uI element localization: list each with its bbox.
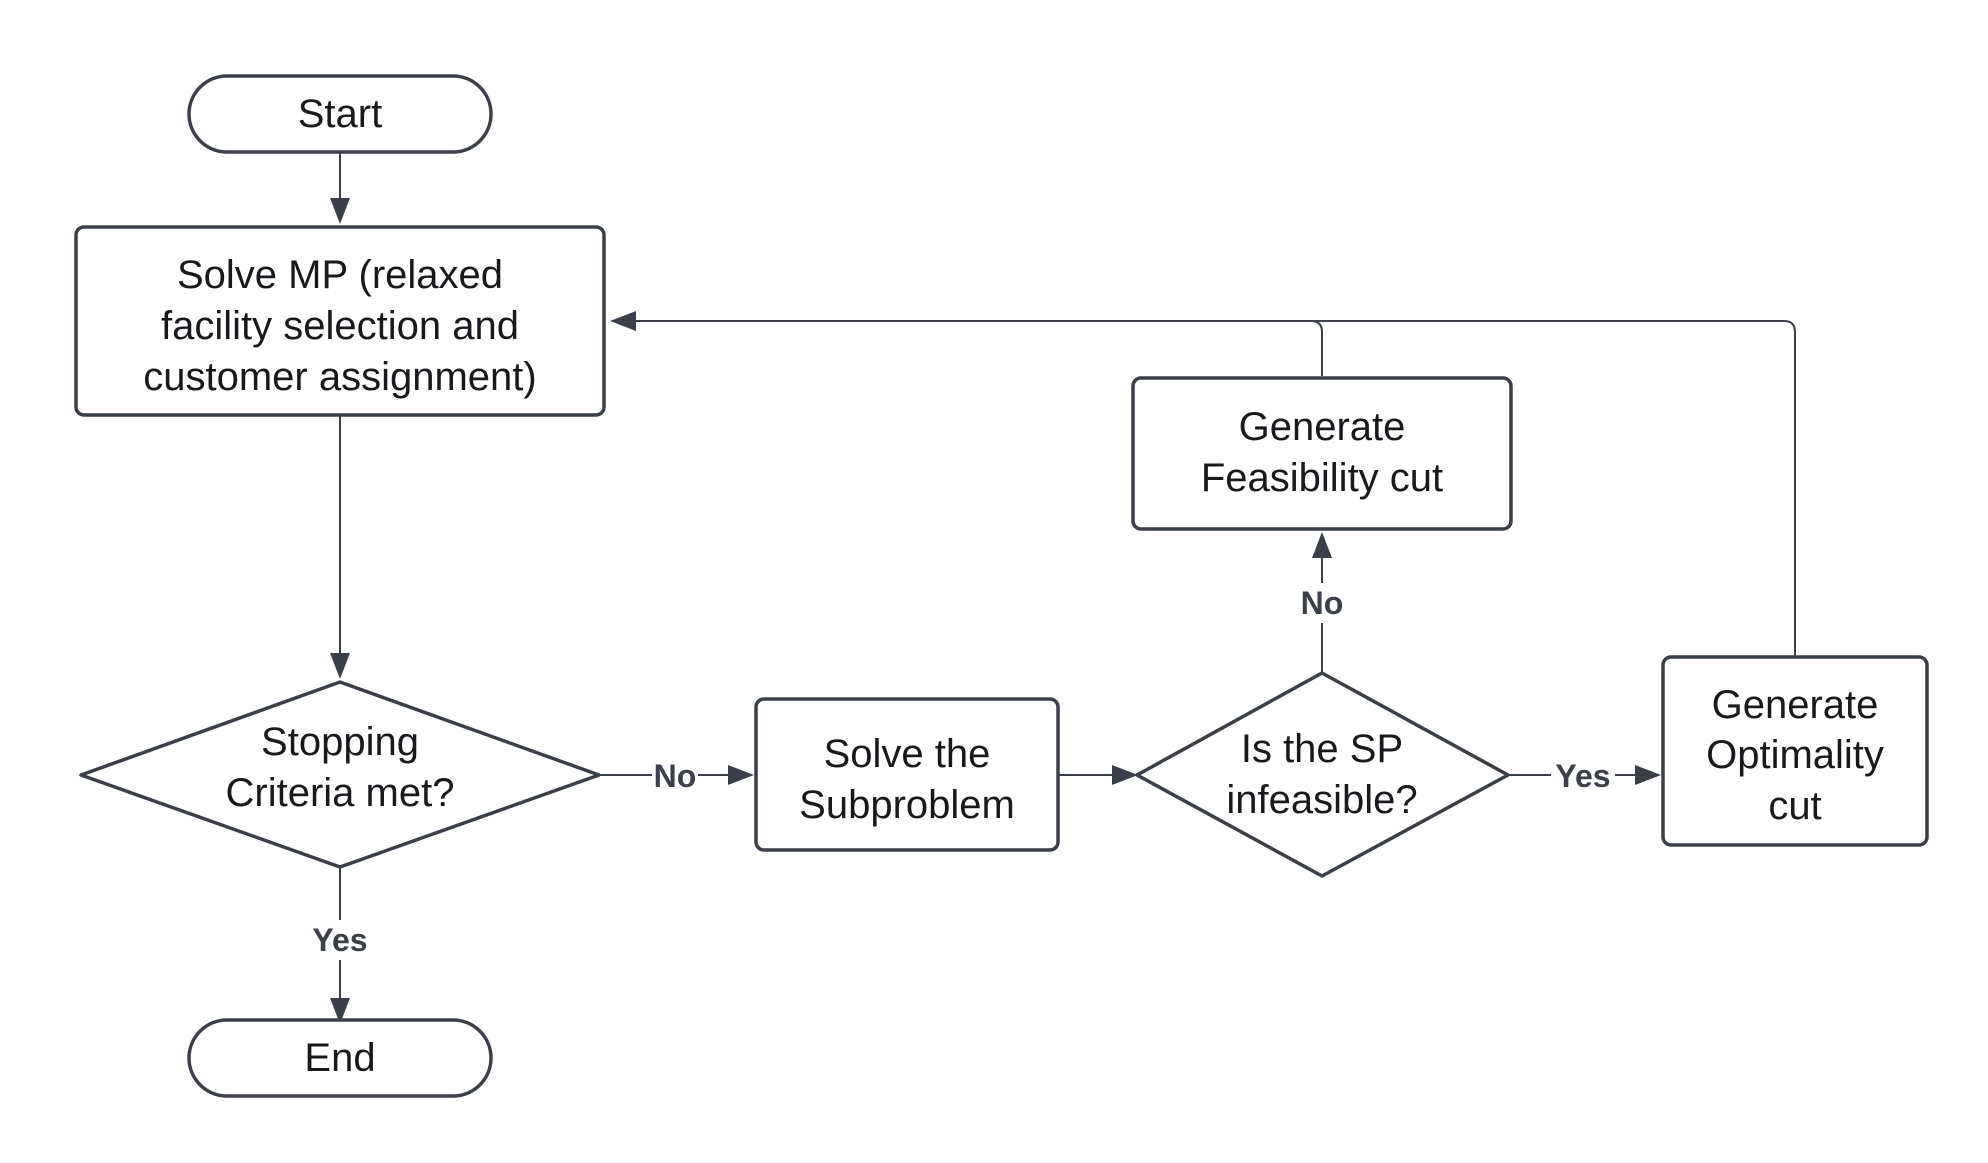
node-stopping-criteria-line-1: Stopping xyxy=(261,720,419,764)
node-sp-infeasible: Is the SP infeasible? xyxy=(1135,671,1510,878)
edge-optimality-to-mp xyxy=(610,311,1796,656)
node-sp-infeasible-line-1: Is the SP xyxy=(1241,727,1403,771)
edge-start-to-mp xyxy=(330,152,350,224)
node-feasibility-cut-line-2: Feasibility cut xyxy=(1201,456,1443,500)
node-optimality-cut-line-2: Optimality xyxy=(1706,733,1884,777)
node-feasibility-cut-line-1: Generate xyxy=(1239,405,1406,449)
edge-feasibility-to-mp xyxy=(634,320,1323,376)
edge-stopping-to-end: Yes xyxy=(308,864,372,1024)
edge-mp-to-stopping xyxy=(330,415,350,679)
node-solve-sp-line-2: Subproblem xyxy=(799,783,1015,827)
node-solve-mp-line-2: facility selection and xyxy=(161,304,519,348)
node-start: Start xyxy=(187,74,493,154)
node-end-label: End xyxy=(304,1036,375,1080)
edge-sp-to-infeasible xyxy=(1059,765,1138,785)
edge-label-yes: Yes xyxy=(312,922,367,958)
edge-infeasible-to-optimality: Yes xyxy=(1508,755,1661,795)
node-feasibility-cut: Generate Feasibility cut xyxy=(1131,376,1513,531)
edge-label-no: No xyxy=(1301,585,1344,621)
node-stopping-criteria: Stopping Criteria met? xyxy=(79,680,601,869)
node-solve-sp-line-1: Solve the xyxy=(824,732,991,776)
edge-label-yes: Yes xyxy=(1555,758,1610,794)
edge-stopping-to-sp: No xyxy=(600,755,754,795)
node-solve-mp-line-1: Solve MP (relaxed xyxy=(177,253,503,297)
node-solve-mp: Solve MP (relaxed facility selection and… xyxy=(74,225,606,417)
edge-infeasible-to-feasibility: No xyxy=(1298,532,1346,673)
node-optimality-cut: Generate Optimality cut xyxy=(1661,655,1929,847)
node-optimality-cut-line-1: Generate xyxy=(1712,683,1879,727)
node-optimality-cut-line-3: cut xyxy=(1768,784,1821,828)
node-solve-mp-line-3: customer assignment) xyxy=(143,355,536,399)
node-end: End xyxy=(187,1018,493,1098)
edge-label-no: No xyxy=(654,758,697,794)
node-solve-sp: Solve the Subproblem xyxy=(754,697,1060,852)
node-sp-infeasible-line-2: infeasible? xyxy=(1226,778,1417,822)
node-start-label: Start xyxy=(298,92,382,136)
node-stopping-criteria-line-2: Criteria met? xyxy=(226,771,455,815)
